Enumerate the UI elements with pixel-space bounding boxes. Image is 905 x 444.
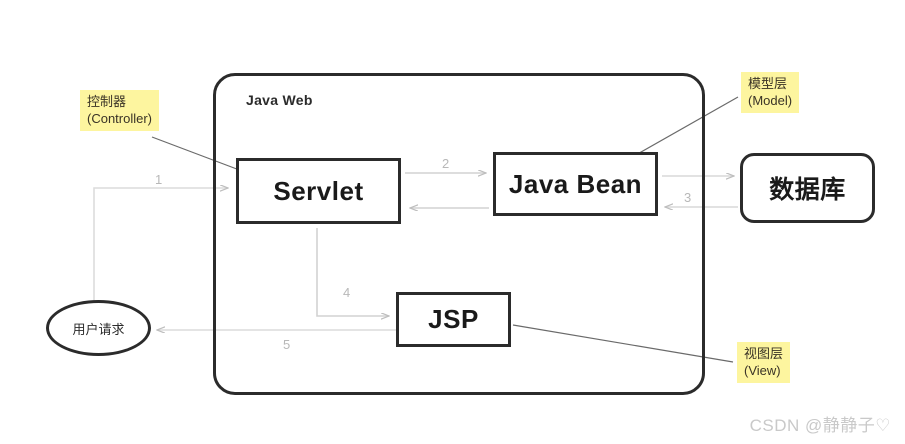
node-user-request[interactable]: 用户请求 <box>46 300 151 356</box>
arrow-servlet-to-jsp <box>316 228 389 316</box>
flow-number-4: 4 <box>343 285 351 300</box>
leader-line-view <box>512 324 734 363</box>
node-java-bean[interactable]: Java Bean <box>493 152 658 216</box>
flow-number-3: 3 <box>684 190 692 205</box>
flow-number-5: 5 <box>283 337 291 352</box>
watermark-text: CSDN @静静子♡ <box>749 416 891 435</box>
node-database[interactable]: 数据库 <box>740 153 875 223</box>
leader-line-controller <box>151 136 251 175</box>
note-view: 视图层 (View) <box>737 342 791 384</box>
flow-number-1: 1 <box>155 172 163 187</box>
java-web-container <box>213 73 705 395</box>
arrow-user-request-to-servlet <box>93 188 228 300</box>
flow-number-2: 2 <box>442 156 450 171</box>
java-web-title: Java Web <box>246 92 313 108</box>
note-controller: 控制器 (Controller) <box>80 90 160 132</box>
leader-line-model <box>626 96 739 161</box>
node-servlet[interactable]: Servlet <box>236 158 401 224</box>
node-jsp[interactable]: JSP <box>396 292 511 347</box>
note-model: 模型层 (Model) <box>741 72 800 114</box>
